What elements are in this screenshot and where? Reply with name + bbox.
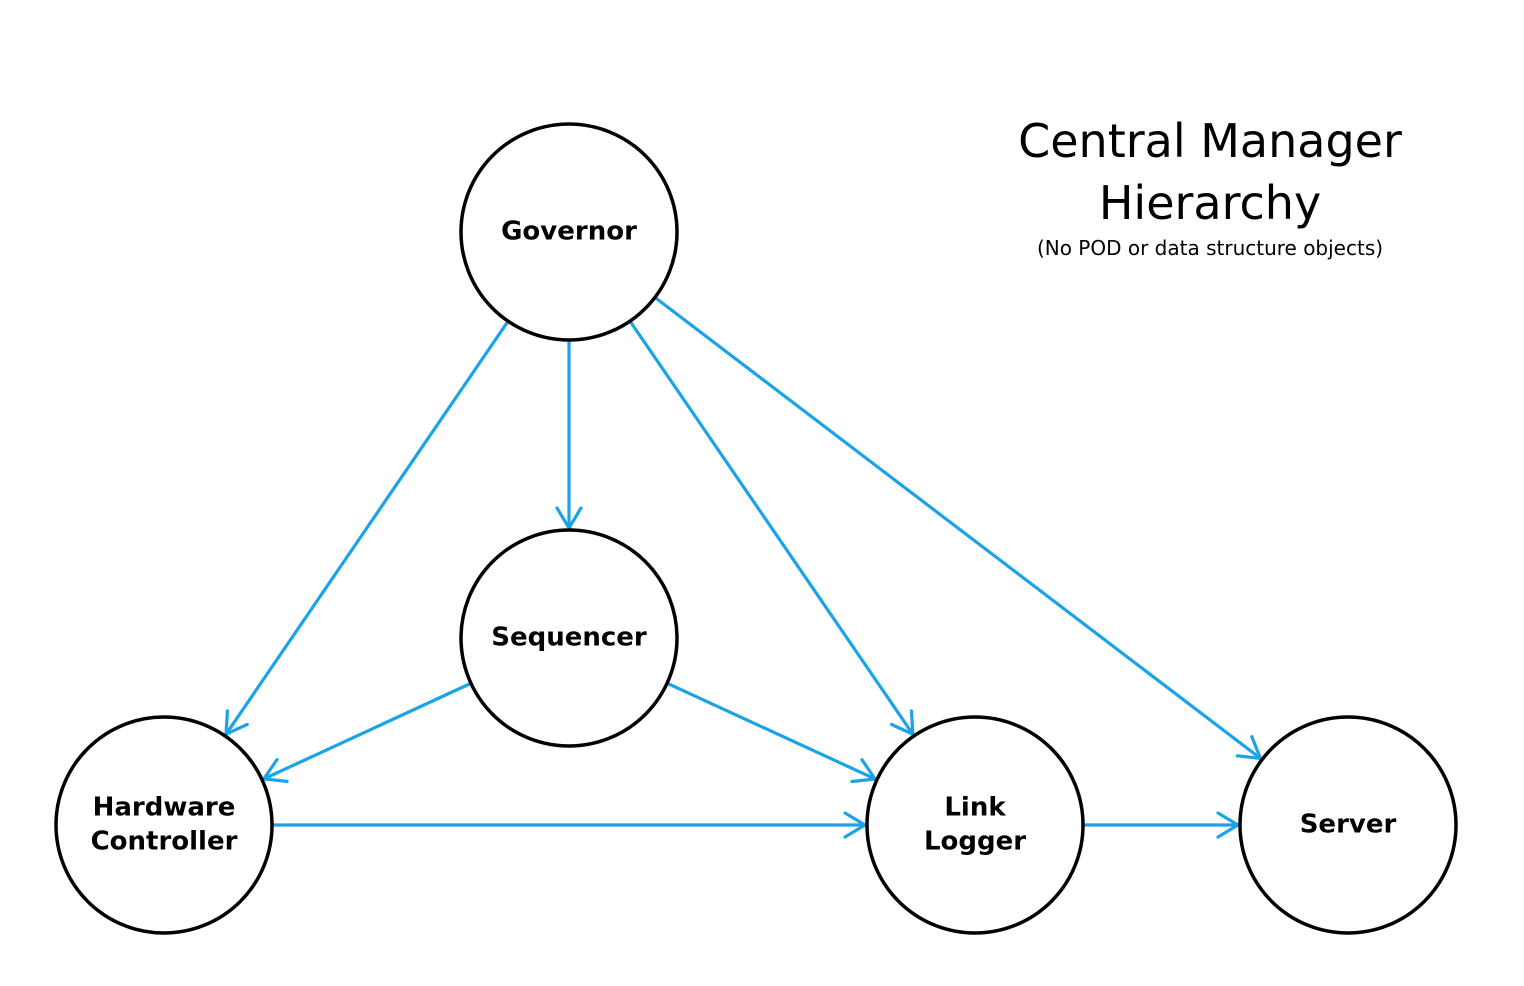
node-label: Sequencer (491, 623, 647, 653)
node-circle (865, 715, 1085, 935)
edge-governor-to-server (654, 297, 1263, 760)
arrowhead (262, 758, 289, 783)
node-circle (54, 715, 274, 935)
node-label: Hardware (93, 793, 236, 823)
title-line-1: Central Manager (1018, 114, 1402, 168)
nodes-layer: GovernorSequencerHardwareControllerLinkL… (54, 122, 1458, 935)
arrowhead (850, 758, 877, 784)
title-line-2: Hierarchy (1098, 176, 1322, 230)
edge-line (654, 297, 1263, 760)
node-circle (459, 528, 679, 748)
node-label: Link (944, 793, 1006, 823)
edge-line (629, 321, 915, 736)
edge-governor-to-sequencer (555, 340, 583, 530)
title-block: Central Manager Hierarchy (No POD or dat… (960, 110, 1460, 262)
edges-layer (224, 297, 1263, 839)
node-governor: Governor (459, 122, 679, 342)
arrowhead (1235, 735, 1263, 760)
node-server: Server (1238, 715, 1458, 935)
edge-sequencer-to-link-logger (667, 682, 877, 784)
node-label: Governor (501, 217, 637, 247)
arrowhead (890, 709, 915, 736)
arrowhead (843, 811, 867, 839)
edge-line (224, 321, 509, 736)
arrowhead (1216, 811, 1240, 839)
edge-governor-to-link-logger (629, 321, 915, 736)
edge-governor-to-hardware-controller (224, 321, 509, 736)
edge-sequencer-to-hardware-controller (262, 682, 471, 783)
arrowhead (224, 709, 249, 736)
node-label: Logger (924, 827, 1026, 857)
edge-link-logger-to-server (1083, 811, 1240, 839)
node-label: Controller (91, 827, 238, 857)
edge-hardware-controller-to-link-logger (272, 811, 867, 839)
node-sequencer: Sequencer (459, 528, 679, 748)
arrowhead (555, 506, 583, 530)
edge-line (262, 682, 471, 781)
node-label: Server (1300, 810, 1397, 840)
subtitle: (No POD or data structure objects) (1036, 236, 1384, 260)
edge-line (667, 682, 877, 781)
node-circle (459, 122, 679, 342)
node-circle (1238, 715, 1458, 935)
